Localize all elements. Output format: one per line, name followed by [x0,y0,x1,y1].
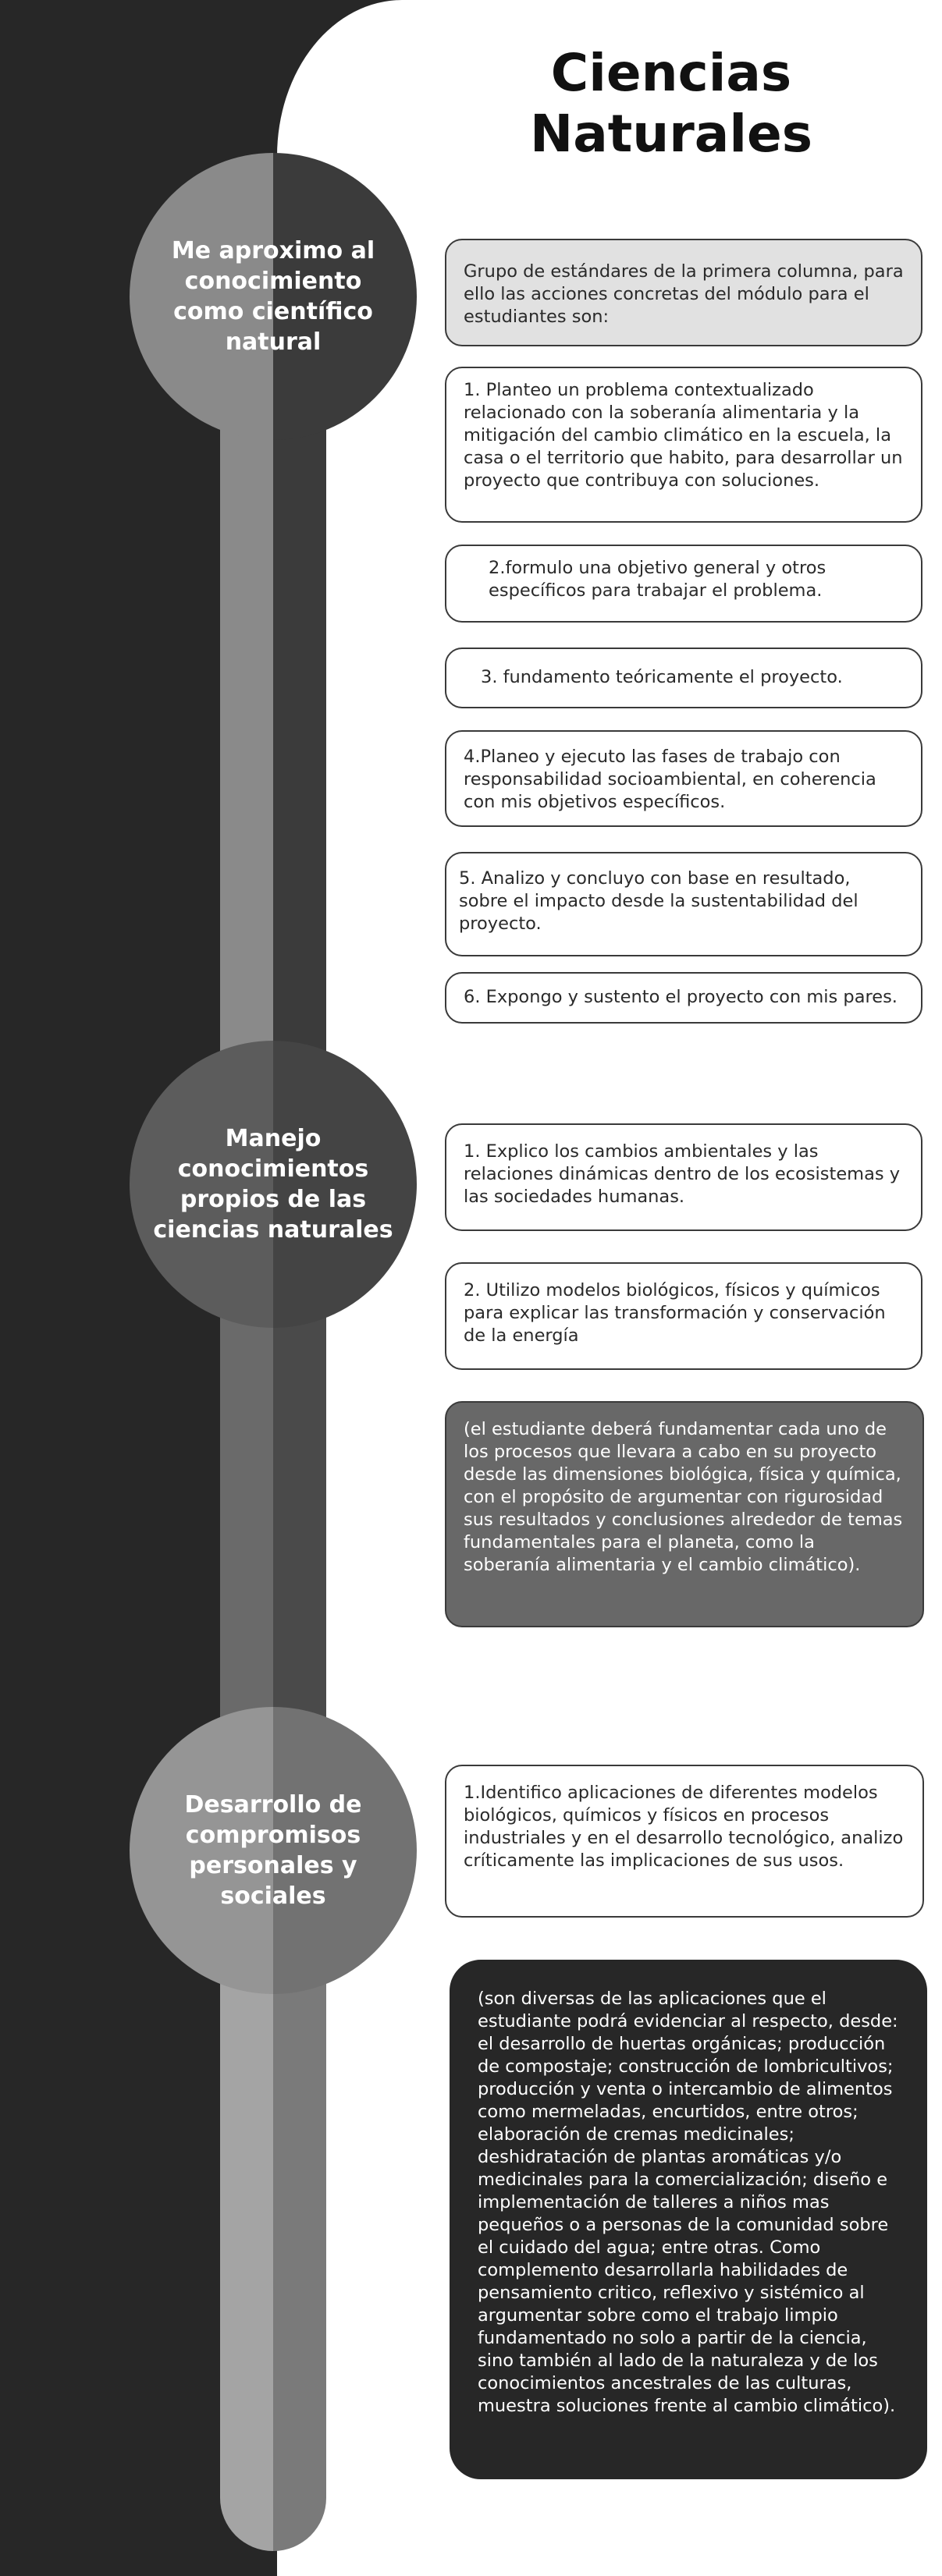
section-3-circle: Desarrollo de compromisos personales y s… [130,1707,417,1994]
section-3-heading: Desarrollo de compromisos personales y s… [184,1791,362,1910]
section-2-circle: Manejo conocimientos propios de las cien… [130,1041,417,1328]
section-1-item-6: 6. Expongo y sustento el proyecto con mi… [445,972,922,1024]
page-title: Ciencias Naturales [529,43,813,164]
section-2-item-1: 1. Explico los cambios ambientales y las… [445,1123,922,1231]
section-2-item-2: 2. Utilizo modelos biológicos, físicos y… [445,1262,922,1370]
section-2-heading: Manejo conocimientos propios de las cien… [153,1125,393,1244]
section-1-item-5: 5. Analizo y concluyo con base en result… [445,852,922,956]
section-1-heading: Me aproximo al conocimiento como científ… [171,237,375,356]
section-1-item-2: 2.formulo una objetivo general y otros e… [445,545,922,623]
section-3-item-1: 1.Identifico aplicaciones de diferentes … [445,1765,924,1918]
section-1-circle: Me aproximo al conocimiento como científ… [130,153,417,440]
section-1-item-3: 3. fundamento teóricamente el proyecto. [445,648,922,708]
section-1-item-4: 4.Planeo y ejecuto las fases de trabajo … [445,730,922,827]
section-3-note-box: (son diversas de las aplicaciones que el… [450,1960,927,2479]
section-2-note-box: (el estudiante deberá fundamentar cada u… [445,1401,924,1627]
section-1-item-1: 1. Planteo un problema contextualizado r… [445,367,922,523]
timeline-spine-segment-3 [220,1935,326,2551]
section-1-intro-box: Grupo de estándares de la primera column… [445,239,922,346]
